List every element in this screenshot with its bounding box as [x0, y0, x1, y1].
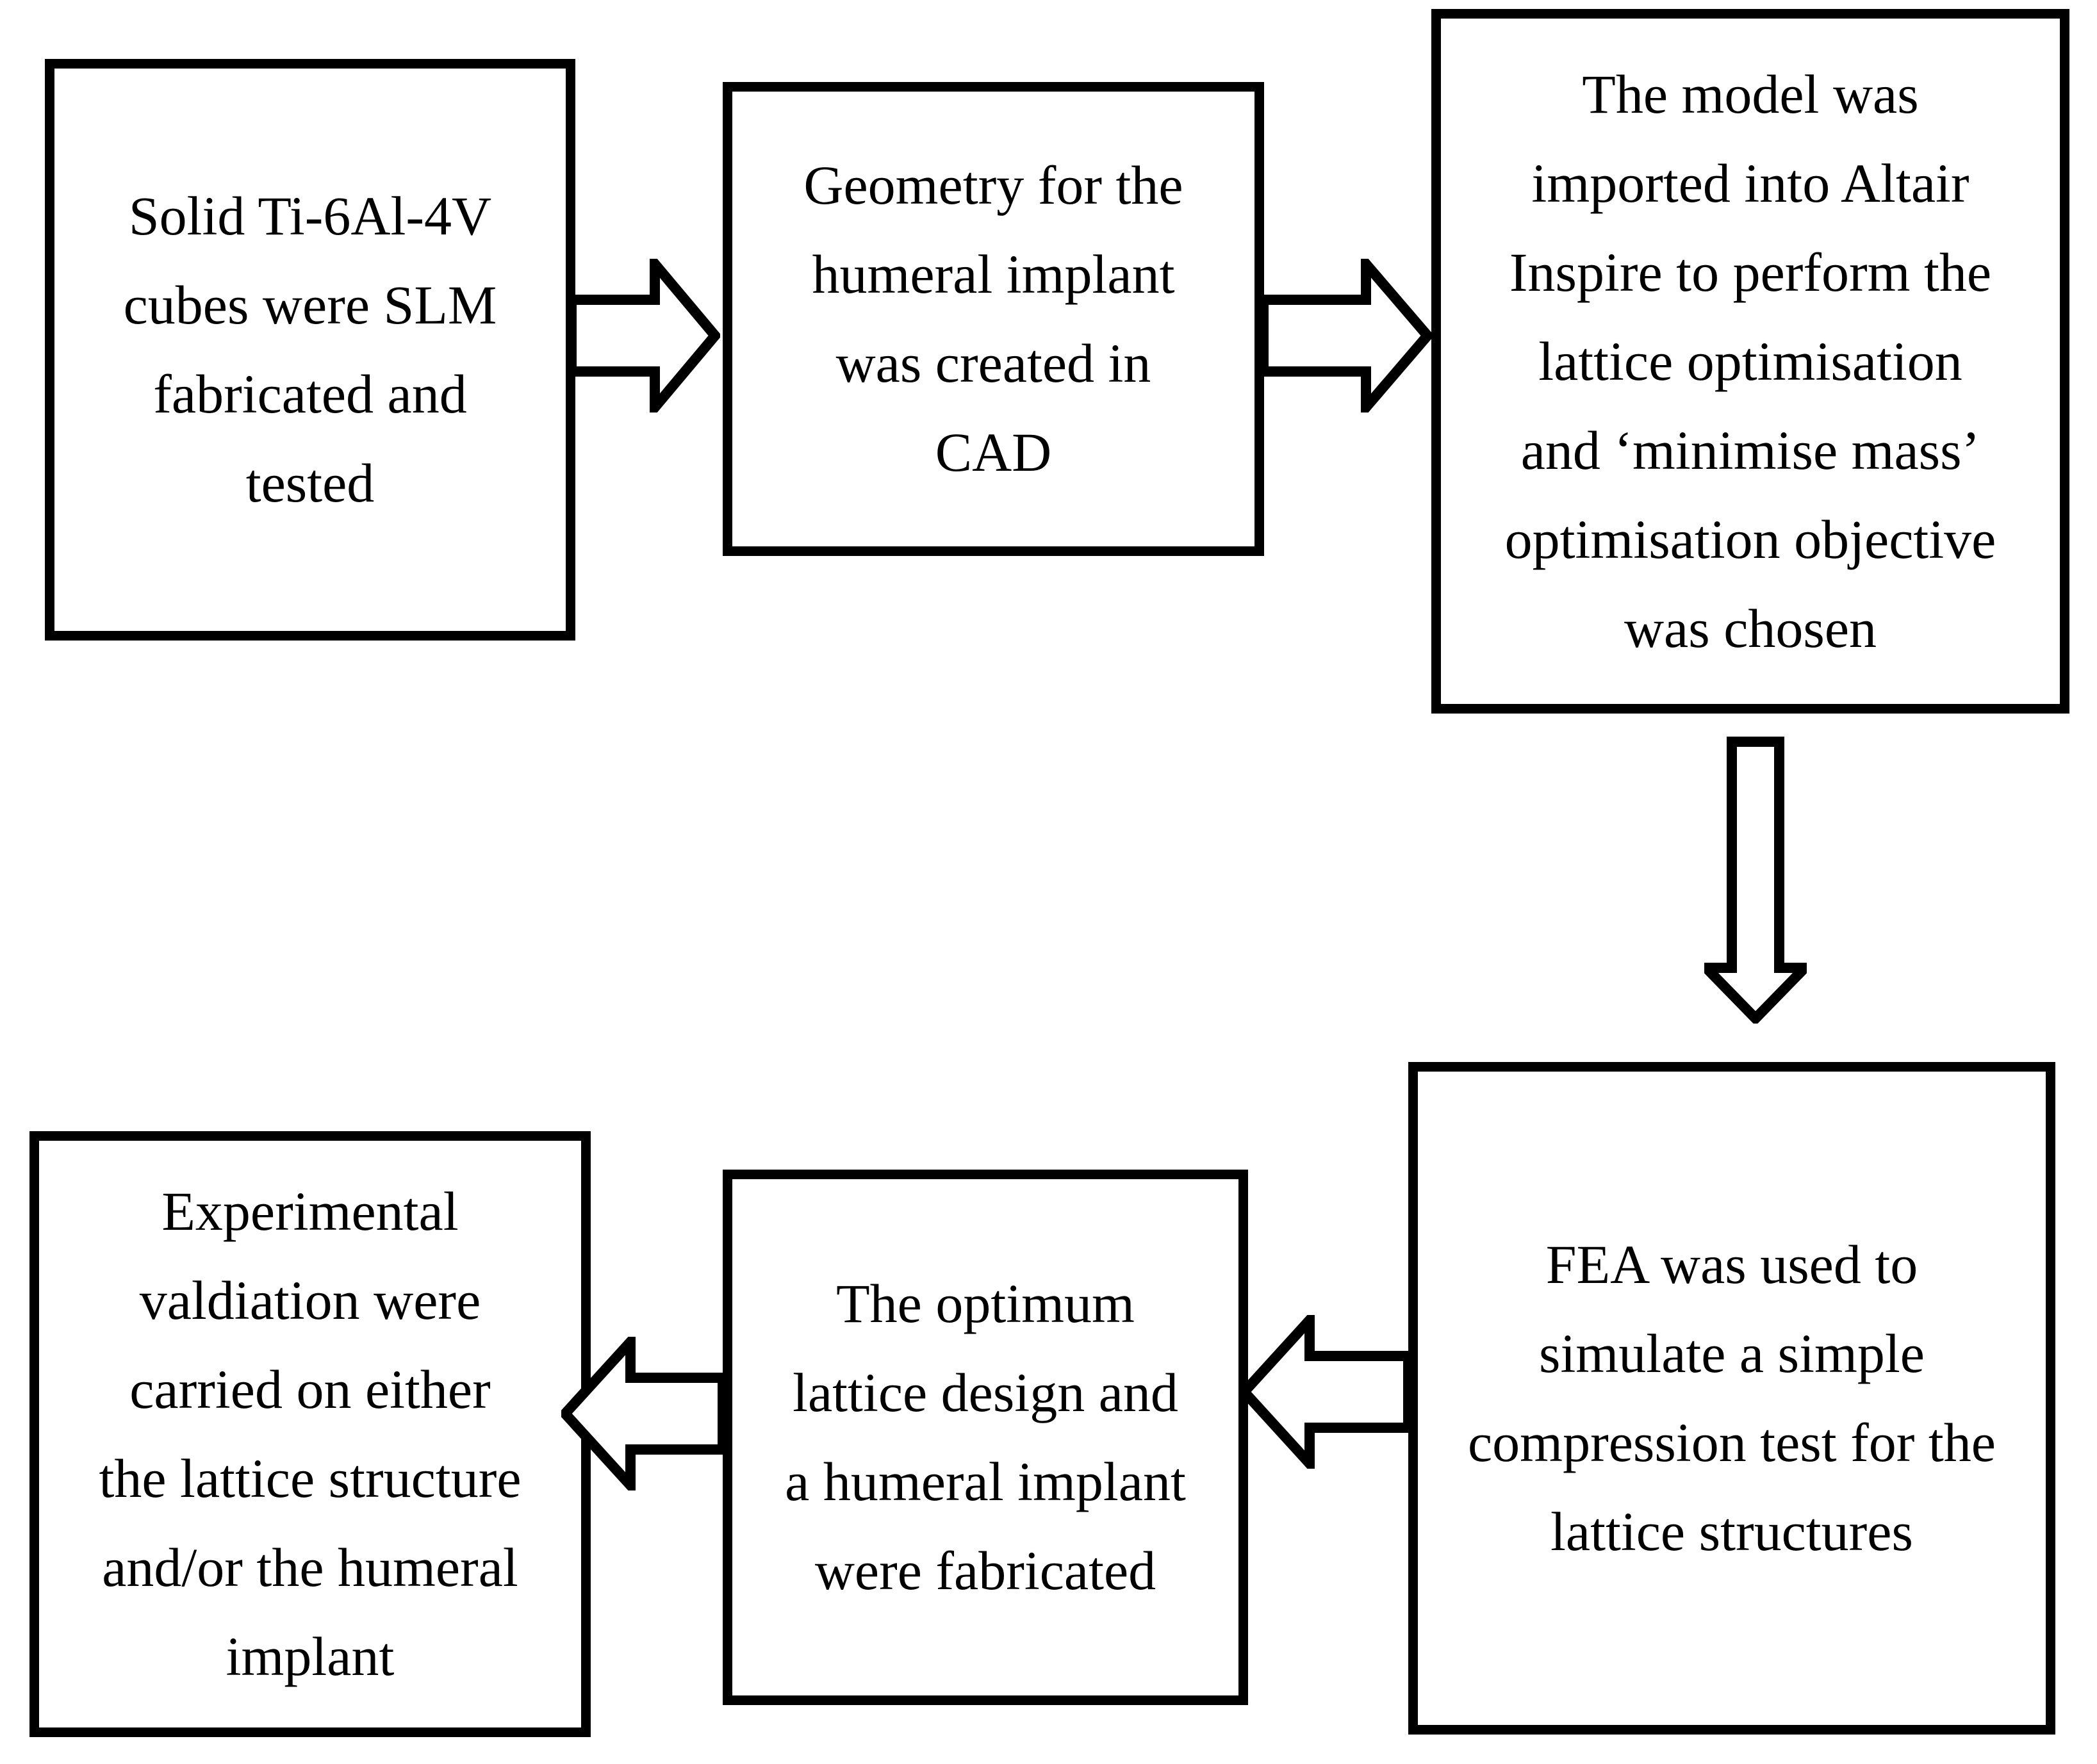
left-arrow-icon	[1239, 1315, 1408, 1469]
box-optimum-fabricated-text: The optimum lattice design and a humeral…	[785, 1273, 1186, 1601]
box-fea-compression: FEA was used to simulate a simple compre…	[1408, 1062, 2055, 1735]
box-altair-optimisation-text: The model was imported into Altair Inspi…	[1504, 63, 1996, 659]
right-arrow-icon	[1263, 259, 1433, 412]
box-slm-cubes: Solid Ti-6Al-4V cubes were SLM fabricate…	[45, 59, 575, 641]
right-arrow-icon	[572, 259, 720, 412]
box-optimum-fabricated: The optimum lattice design and a humeral…	[723, 1170, 1248, 1705]
box-cad-geometry: Geometry for the humeral implant was cre…	[723, 82, 1264, 556]
box-slm-cubes-text: Solid Ti-6Al-4V cubes were SLM fabricate…	[123, 185, 497, 514]
box-cad-geometry-text: Geometry for the humeral implant was cre…	[803, 154, 1183, 483]
box-altair-optimisation: The model was imported into Altair Inspi…	[1431, 9, 2069, 714]
down-arrow-icon	[1704, 737, 1807, 1024]
box-fea-compression-text: FEA was used to simulate a simple compre…	[1468, 1234, 1996, 1562]
box-experimental-validation: Experimental valdiation were carried on …	[29, 1131, 591, 1737]
box-experimental-validation-text: Experimental valdiation were carried on …	[99, 1180, 522, 1687]
left-arrow-icon	[561, 1337, 723, 1490]
